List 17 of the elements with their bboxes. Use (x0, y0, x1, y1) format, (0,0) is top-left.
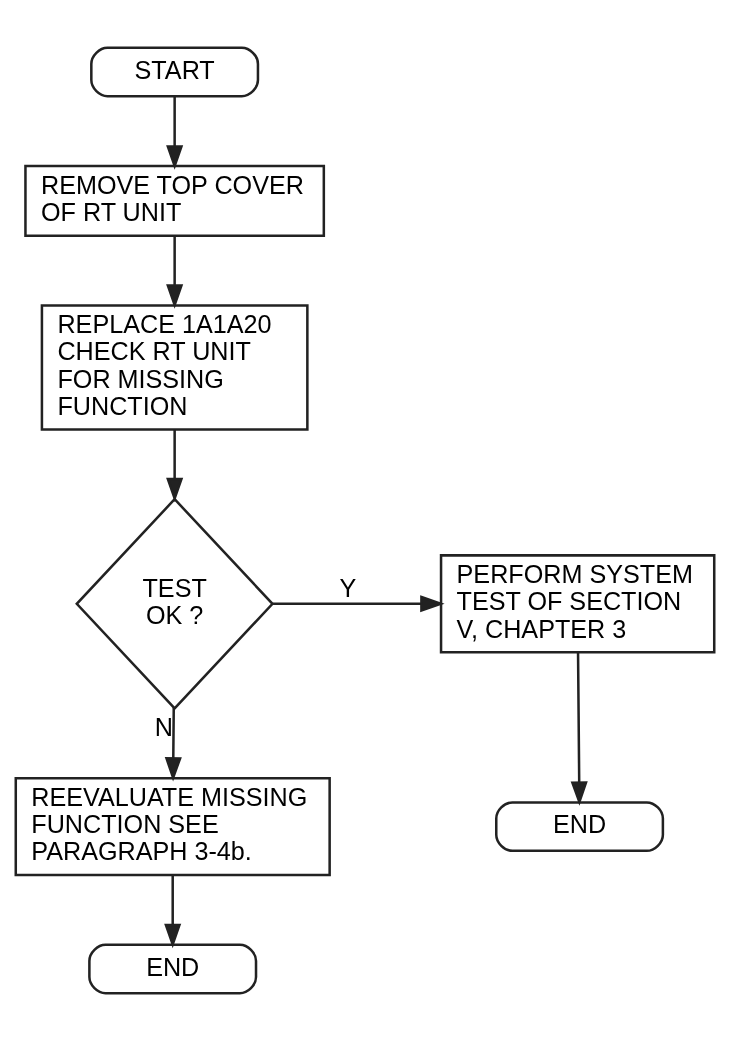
node-diamond: TEST OK ? (75, 497, 275, 711)
node-box: PERFORM SYSTEM TEST OF SECTION V, CHAPTER 3 (439, 554, 716, 654)
arrow (164, 875, 182, 949)
node-box: END (495, 801, 665, 853)
arrow (570, 652, 588, 806)
edge-label: N (154, 712, 173, 741)
node-box: END (88, 943, 258, 995)
arrow (164, 707, 182, 782)
arrow (166, 236, 184, 309)
node-box: REEVALUATE MISSING FUNCTION SEE PARAGRAPH 3-4b. (14, 776, 331, 877)
arrow (166, 96, 184, 170)
node-box: REMOVE TOP COVER OF RT UNIT (24, 164, 326, 237)
node-box: REPLACE 1A1A20 CHECK RT UNIT FOR MISSING FUNCTION (40, 304, 309, 431)
arrow (273, 595, 445, 613)
arrow (166, 429, 184, 503)
node-box: START (90, 46, 260, 98)
edge-label: Y (339, 573, 357, 602)
